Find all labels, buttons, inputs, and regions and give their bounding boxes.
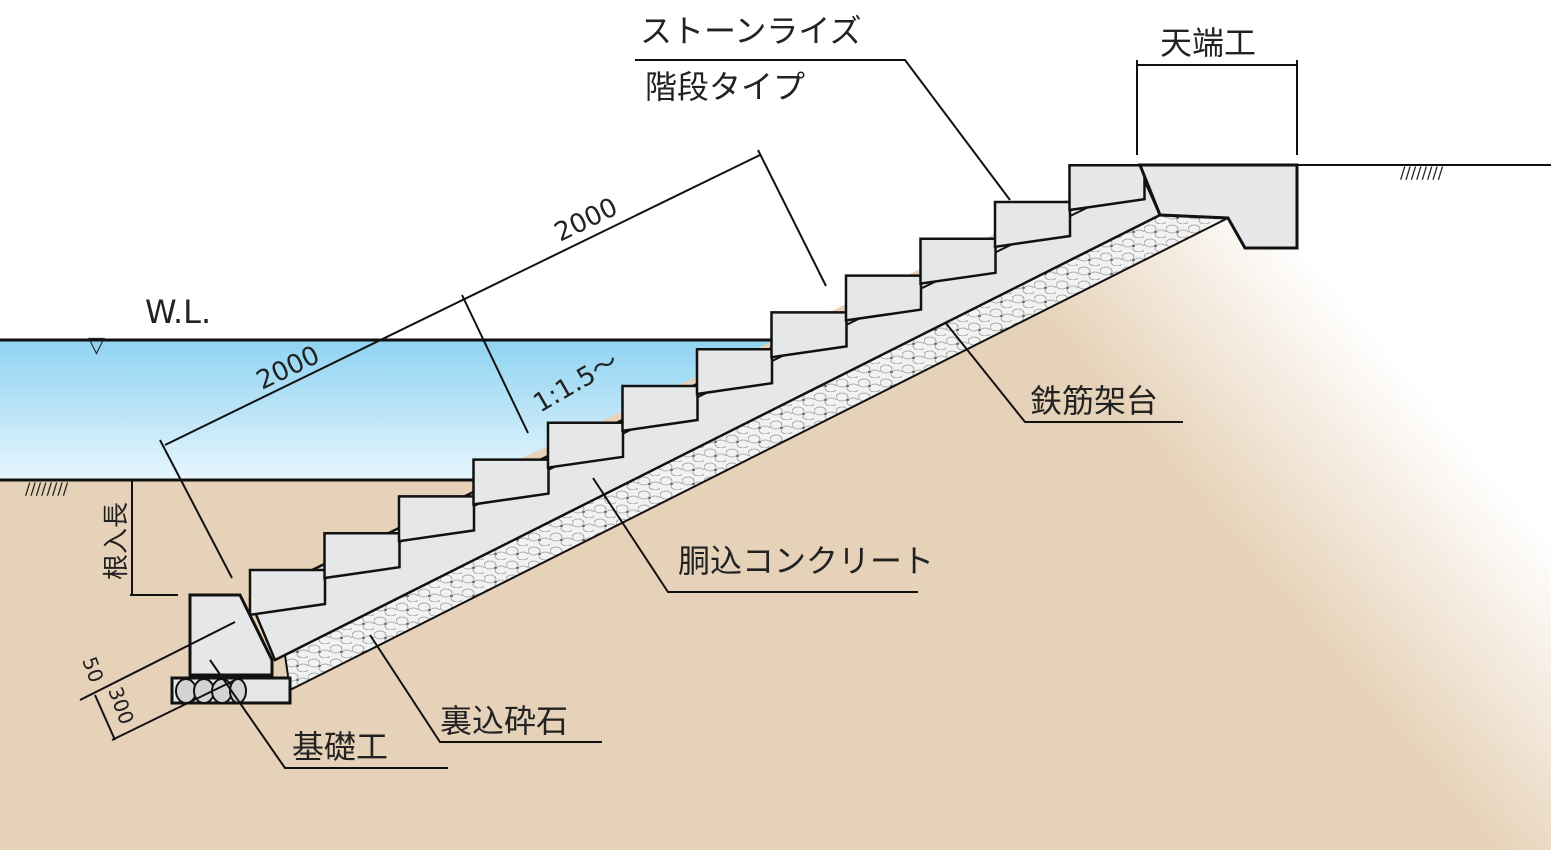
step-block — [770, 311, 848, 359]
step-block — [472, 458, 550, 506]
wl-symbol: ▽ — [88, 333, 105, 358]
dimension-lines — [79, 59, 1298, 769]
water — [0, 340, 775, 480]
step-block — [993, 200, 1072, 249]
foundation-block — [188, 593, 274, 677]
product-name-label: ストーンライズ — [640, 12, 861, 50]
step-block — [695, 347, 774, 396]
foundation-label: 基礎工 — [292, 728, 388, 766]
crown-block — [1137, 163, 1299, 250]
product-type-label: 階段タイプ — [645, 68, 805, 106]
step-block — [1068, 163, 1146, 212]
stone-steps — [248, 163, 1146, 617]
step-block — [621, 384, 699, 433]
hatch-left: //////// — [25, 479, 69, 498]
crown-label: 天端工 — [1160, 24, 1256, 62]
fill-concrete-label: 胴込コンクリート — [678, 542, 934, 580]
step-block — [919, 237, 997, 286]
step-block — [248, 568, 327, 617]
step-block — [323, 531, 401, 580]
soil — [0, 165, 1551, 850]
hatch-right: //////// — [1400, 163, 1444, 182]
water-level-label: W.L. — [145, 293, 211, 331]
gabion-rolls — [175, 678, 247, 704]
rebar-frame-label: 鉄筋架台 — [1030, 382, 1158, 420]
step-block — [397, 495, 476, 543]
step-block — [546, 421, 625, 470]
embedment-label: 根入長 — [102, 502, 132, 580]
step-block — [844, 274, 923, 322]
backfill-gravel-label: 裏込砕石 — [440, 702, 568, 740]
